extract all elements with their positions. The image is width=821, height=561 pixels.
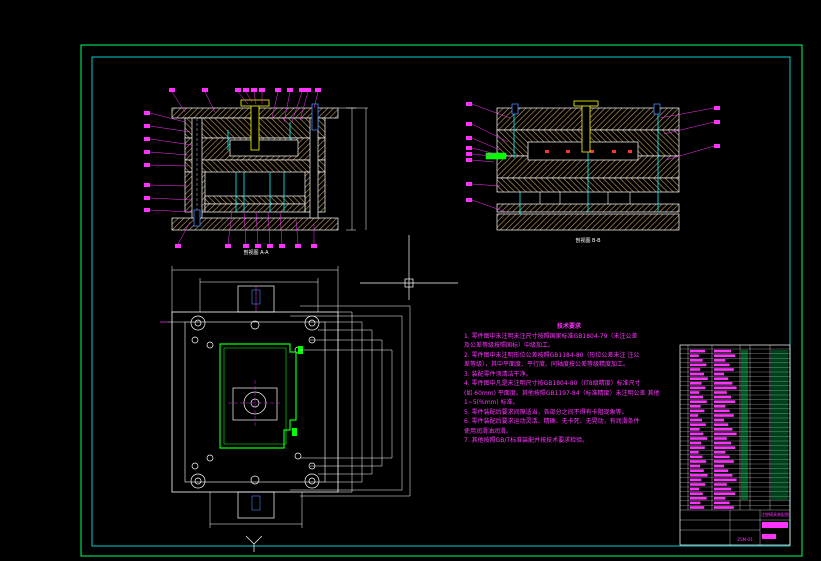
title-block: 注塑模具装配图 ZSM-01 xyxy=(679,344,791,546)
section-view-left: 剖视图 A-A xyxy=(144,88,368,256)
notes-line: 7. 其他按照GB/T标准装配并按技术要求检验。 xyxy=(464,437,589,444)
section-b-caption: 剖视图 B-B xyxy=(575,237,601,244)
section-a-caption: 剖视图 A-A xyxy=(243,249,269,256)
notes-line: 3. 装配零件须清洁干净。 xyxy=(464,370,532,378)
outer-border xyxy=(80,44,803,557)
section-view-right: 剖视图 B-B xyxy=(466,100,720,244)
plan-view xyxy=(160,266,411,552)
notes-line: 5. 零件装配后要求间隙适当，各部分之间不得有卡阻现象等。 xyxy=(464,408,628,416)
notes-line: 1~5(%mm) 标准。 xyxy=(464,399,519,406)
technical-notes: 技术要求 1. 零件图中未注明未注尺寸按照国家标准GB1804-79（未注公差 … xyxy=(464,322,674,446)
notes-line: 4. 零件图中凡是未注明尺寸按GB1804-80（IT8级精度）标准尺寸 xyxy=(464,380,641,387)
notes-line: 2. 零件图中未注明形位公差按照GB1184-80（形位公差未注 注公 xyxy=(464,351,640,359)
inner-border xyxy=(91,56,791,547)
notes-line: (如 60mm) 平面度。其他按照GB1197-84（标准精度）未注明公差 其他 xyxy=(464,389,660,397)
notes-line: 使用润滑油润滑。 xyxy=(464,427,513,435)
crosshair-cursor-icon xyxy=(360,235,458,300)
notes-line: 差等级），其中平面度、平行度、同轴度按公差等级精度加工。 xyxy=(464,361,630,368)
notes-line: 6. 零件装配后要求运动灵活、精确、无卡死、无晃动，有润滑条件 xyxy=(464,418,640,425)
notes-title: 技术要求 xyxy=(556,323,581,330)
notes-line: 1. 零件图中未注明未注尺寸按照国家标准GB1804-79（未注公差 xyxy=(464,332,638,340)
notes-list: 1. 零件图中未注明未注尺寸按照国家标准GB1804-79（未注公差 及公差等级… xyxy=(464,332,674,446)
title-block-number: ZSM-01 xyxy=(737,537,753,542)
notes-line: 及公差等级按照国标）中级加工。 xyxy=(464,342,555,349)
title-block-title: 注塑模具装配图 xyxy=(761,511,789,517)
